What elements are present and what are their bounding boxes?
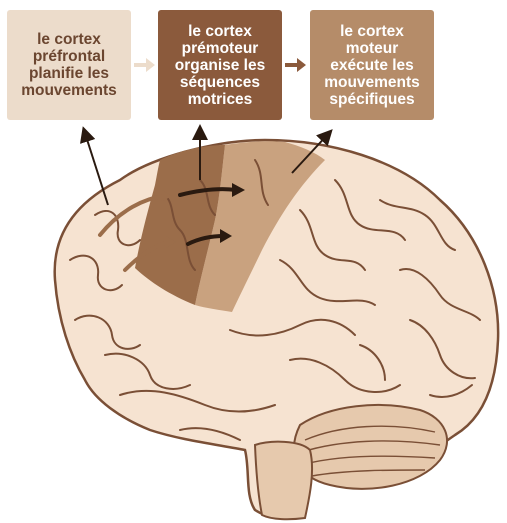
- brainstem: [255, 442, 312, 520]
- box-connector-1: [134, 58, 155, 72]
- cerebellum: [294, 405, 447, 489]
- box-connector-2: [285, 58, 306, 72]
